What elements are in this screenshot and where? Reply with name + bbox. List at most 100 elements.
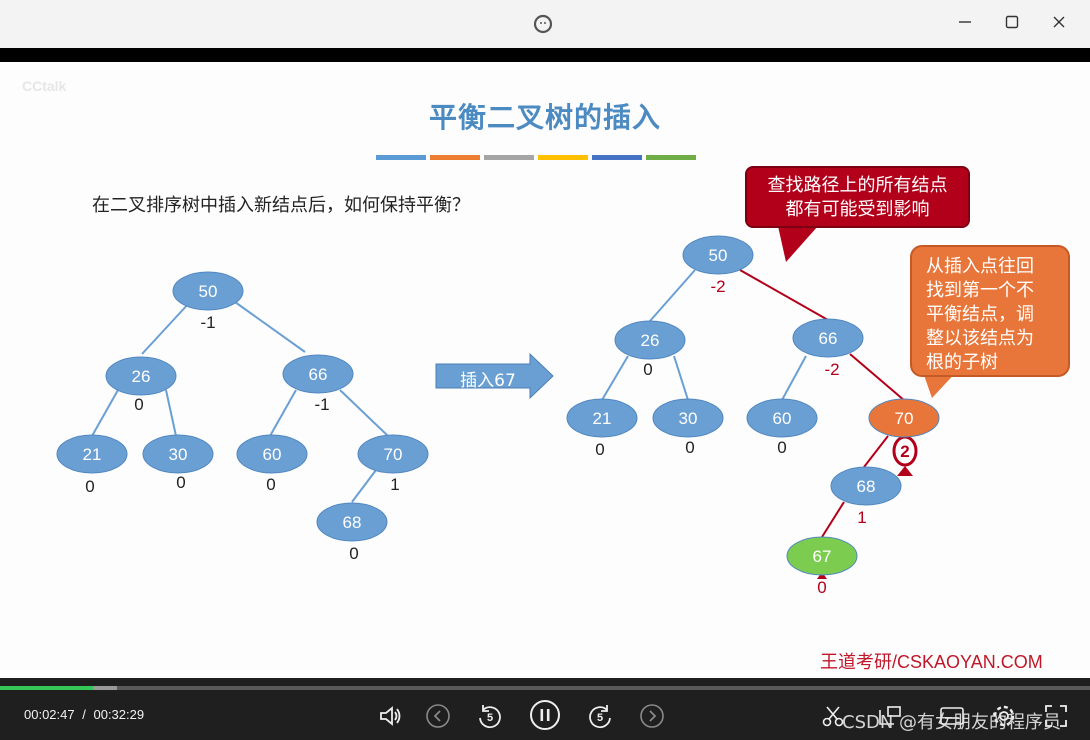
left-tree-balance-factor: 0 [176,473,185,492]
tree-diagram: 50-126066-121030060070168050-226066-2210… [56,226,960,597]
left-tree-node-label: 66 [309,365,328,384]
maximize-icon [1005,15,1019,29]
callout-fix: 从插入点往回 找到第一个不 平衡结点，调 整以该结点为 根的子树 [910,245,1070,377]
right-tree-node-label: 26 [641,331,660,350]
title-color-bar [592,155,642,160]
right-tree-balance-factor: -2 [824,360,839,379]
close-icon [1053,16,1065,28]
maximize-button[interactable] [996,8,1028,36]
left-tree-node-label: 21 [83,445,102,464]
fullscreen-icon [1045,705,1067,727]
left-tree-node-label: 70 [384,445,403,464]
callout-fix-line-3: 平衡结点，调 [926,304,1034,325]
progress-track[interactable] [0,686,1090,690]
left-tree-balance-factor: -1 [314,395,329,414]
callout-fix-line-2: 找到第一个不 [926,280,1034,301]
cctalk-watermark: CCtalk [22,78,67,94]
callout-fix-line-4: 整以该结点为 [926,328,1034,349]
slide-title: 平衡二叉树的插入 [428,101,661,134]
minimize-button[interactable] [949,8,981,36]
left-tree-edges [91,301,389,503]
player-control-bar: 00:02:47 / 00:32:29 5 5 CSDN @有女朋友的程序员 [0,678,1090,740]
volume-button[interactable] [377,702,405,730]
caption-icon [940,707,964,725]
video-letterbox-top [0,48,1090,62]
clip-button[interactable] [819,702,847,730]
previous-button[interactable] [424,702,452,730]
rewind-5-icon: 5 [479,705,501,729]
right-tree-balance-factor: -2 [710,277,725,296]
right-tree-node [786,536,858,576]
callout-path-line-2: 都有可能受到影响 [785,199,930,220]
previous-icon [426,704,450,728]
title-color-bars [376,145,700,164]
title-color-bar [646,155,696,160]
next-button[interactable] [638,702,666,730]
right-tree-node [566,398,638,438]
left-tree-balance-factor: 0 [349,544,358,563]
minimize-icon [959,21,971,23]
pip-icon [879,706,901,725]
total-time: 00:32:29 [93,707,145,722]
right-tree-node [652,398,724,438]
right-tree-balance-factor: 0 [685,438,694,457]
callout-path-tail [778,226,818,262]
svg-text:5: 5 [487,712,493,724]
right-tree-node [792,318,864,358]
right-tree-node-label: 68 [857,477,876,496]
time-display: 00:02:47 / 00:32:29 [24,707,144,722]
title-color-bar [538,155,588,160]
title-color-bar [430,155,480,160]
left-tree-balance-factor: 0 [266,475,275,494]
right-tree-balance-factor: 0 [817,578,826,597]
loading-face-icon [533,14,553,34]
volume-icon [380,706,401,726]
pip-button[interactable] [876,702,904,730]
left-tree-node [172,271,244,311]
left-tree-balance-factor: 1 [390,475,399,494]
caption-button[interactable] [938,702,966,730]
close-button[interactable] [1043,8,1075,36]
right-tree-node-label: 21 [593,409,612,428]
right-tree-balance-factor: 0 [643,360,652,379]
title-color-bar [376,155,426,160]
pause-button[interactable] [529,699,561,731]
right-tree-node-label: 70 [895,409,914,428]
left-tree-balance-factor: -1 [200,313,215,332]
left-tree-balance-factor: 0 [85,477,94,496]
insert-arrow-label-wrap: 插入67 [436,354,554,400]
clip-icon [822,706,844,727]
settings-button[interactable] [990,702,1018,730]
brand-label: 王道考研/CSKAOYAN.COM [820,652,1043,672]
right-tree-node-label: 67 [813,547,832,566]
title-color-bar [484,155,534,160]
left-tree-node [282,354,354,394]
video-frame[interactable]: CCtalk 平衡二叉树的插入 在二叉排序树中插入新结点后，如何保持平衡？ [0,62,1090,678]
csdn-watermark: CSDN @有女朋友的程序员 [842,712,1062,733]
left-tree-node-label: 30 [169,445,188,464]
fullscreen-button[interactable] [1042,702,1070,730]
slide-question: 在二叉排序树中插入新结点后，如何保持平衡？ [92,195,470,216]
left-tree-node-label: 60 [263,445,282,464]
left-tree-node [142,434,214,474]
insert-arrow-label: 插入67 [460,371,516,391]
callout-fix-line-1: 从插入点往回 [926,256,1034,277]
rewind-5-button[interactable]: 5 [476,702,504,730]
time-separator: / [82,707,86,722]
callout-fix-line-5: 根的子树 [926,352,998,373]
right-tree-node-label: 50 [709,246,728,265]
right-tree-node-label: 66 [819,329,838,348]
settings-icon [993,705,1015,727]
left-tree-node [316,502,388,542]
svg-text:5: 5 [597,712,603,724]
forward-5-button[interactable]: 5 [586,702,614,730]
left-tree-node [56,434,128,474]
pointer-arrow-up-icon [897,466,913,476]
pause-icon [530,700,560,730]
progress-played[interactable] [0,686,94,690]
left-tree-node [357,434,429,474]
current-time: 00:02:47 [24,707,75,722]
left-tree-node-label: 50 [199,282,218,301]
right-tree-balance-factor: 2 [900,442,909,461]
window-titlebar [0,0,1090,48]
